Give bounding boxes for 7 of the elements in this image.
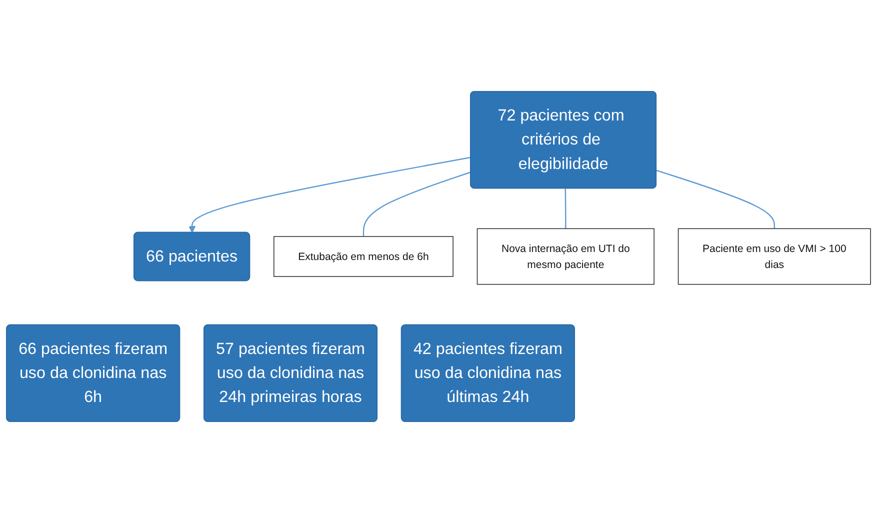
node-box: Paciente em uso de VMI > 100 dias bbox=[678, 228, 871, 285]
connector bbox=[656, 170, 776, 229]
arrow bbox=[188, 156, 471, 233]
connector bbox=[564, 188, 566, 229]
node-box: Nova internação em UTI do mesmo paciente bbox=[476, 228, 654, 285]
node-box: Extubação em menos de 6h bbox=[274, 236, 454, 277]
connector bbox=[362, 172, 472, 237]
